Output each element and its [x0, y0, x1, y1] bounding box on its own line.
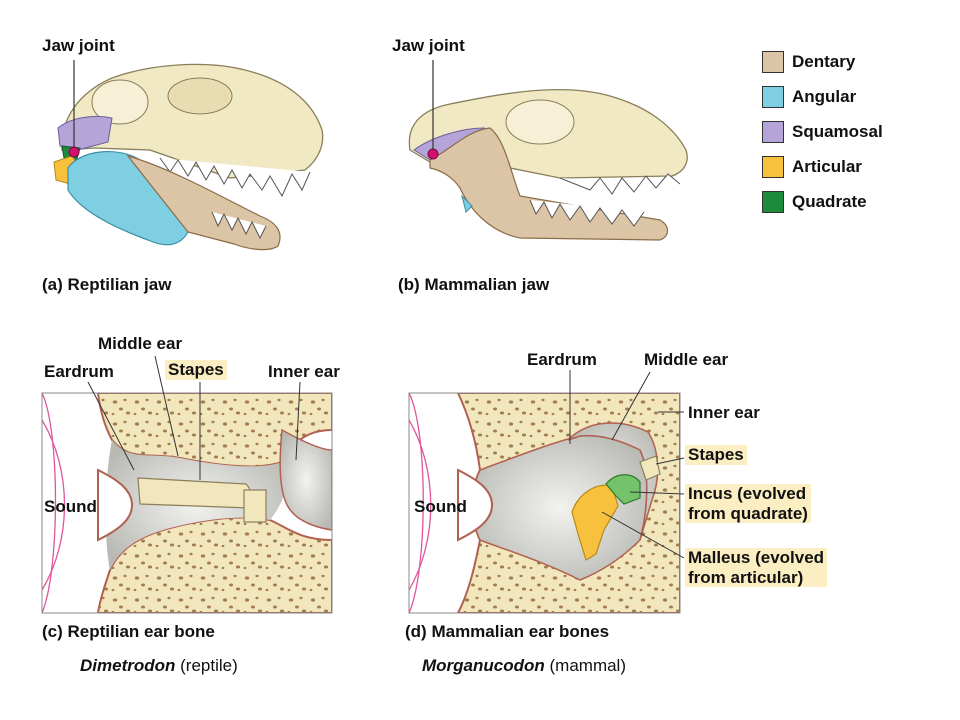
species-d-note: (mammal): [549, 656, 627, 675]
caption-d-letter: (d): [405, 622, 427, 641]
reptilian-skull: [61, 63, 324, 198]
species-c-note: (reptile): [180, 656, 238, 675]
legend-swatch: [762, 50, 784, 73]
legend-item: Angular: [762, 79, 883, 114]
eardrum-leader-c: [87, 381, 135, 471]
reptilian-squamosal: [57, 115, 113, 151]
inner-ear-leader-c: [295, 381, 301, 461]
species-d: Morganucodon (mammal): [422, 656, 626, 676]
jaw-joint-label-b: Jaw joint: [392, 36, 465, 55]
caption-b: (b) Mammalian jaw: [398, 275, 549, 295]
reptilian-jaw-joint-marker: [68, 146, 80, 158]
mammalian-ear-cross-section: [409, 393, 680, 613]
legend-label: Dentary: [792, 51, 856, 71]
reptilian-angular: [67, 150, 189, 246]
legend-swatch: [762, 85, 784, 108]
mammalian-dentary: [429, 127, 669, 241]
incus-label-d: Incus (evolved from quadrate): [685, 484, 811, 524]
eardrum-label-d: Eardrum: [527, 350, 597, 369]
species-d-name: Morganucodon: [422, 656, 545, 675]
stapes-bone: [639, 455, 661, 481]
reptilian-ear-cross-section: [42, 393, 332, 613]
malleus-leader-d: [601, 511, 685, 559]
incus-bone: [605, 474, 641, 505]
caption-c-letter: (c): [42, 622, 63, 641]
caption-b-letter: (b): [398, 275, 420, 294]
middle-ear-label-d: Middle ear: [644, 350, 729, 369]
malleus-label-d: Malleus (evolved from articular): [685, 548, 828, 588]
inner-ear-label-d: Inner ear: [688, 403, 760, 422]
caption-b-text: Mammalian jaw: [424, 275, 550, 294]
stapes-leader-d: [655, 457, 685, 465]
middle-ear-label-c: Middle ear: [98, 334, 183, 353]
legend-item: Dentary: [762, 44, 883, 79]
legend-item: Quadrate: [762, 184, 883, 219]
mammalian-jaw-joint-marker: [427, 148, 439, 160]
malleus-label-line1: Malleus (evolved: [688, 548, 825, 567]
eardrum-label-c: Eardrum: [44, 362, 114, 381]
legend-label: Squamosal: [792, 121, 883, 141]
caption-c-text: Reptilian ear bone: [67, 622, 215, 641]
incus-leader-d: [629, 491, 685, 495]
sound-label-d: Sound: [414, 497, 467, 516]
middle-ear-leader-d: [611, 371, 651, 441]
incus-label-line1: Incus (evolved: [688, 484, 807, 503]
sound-label-c: Sound: [44, 497, 97, 516]
legend-label: Quadrate: [792, 191, 867, 211]
legend-label: Angular: [792, 86, 857, 106]
legend-swatch: [762, 190, 784, 213]
stapes-label-d: Stapes: [685, 445, 747, 465]
stapes-label-c: Stapes: [165, 360, 227, 380]
legend-item: Articular: [762, 149, 883, 184]
caption-a: (a) Reptilian jaw: [42, 275, 171, 295]
legend-swatch: [762, 155, 784, 178]
legend-label: Articular: [792, 156, 862, 176]
caption-a-letter: (a): [42, 275, 63, 294]
legend-item: Squamosal: [762, 114, 883, 149]
middle-ear-leader-c: [154, 355, 179, 457]
jaw-joint-label-a: Jaw joint: [42, 36, 115, 55]
caption-a-text: Reptilian jaw: [67, 275, 172, 294]
species-c: Dimetrodon (reptile): [80, 656, 238, 676]
reptilian-ear-frame: [41, 392, 333, 614]
malleus-bone: [571, 484, 619, 561]
reptilian-dentary: [126, 154, 281, 251]
caption-c: (c) Reptilian ear bone: [42, 622, 215, 642]
mammalian-angular: [461, 194, 473, 213]
caption-d: (d) Mammalian ear bones: [405, 622, 609, 642]
caption-d-text: Mammalian ear bones: [431, 622, 610, 641]
malleus-label-line2: from articular): [688, 567, 804, 587]
incus-label-line2: from quadrate): [688, 503, 808, 523]
mammalian-ear-frame: [408, 392, 681, 614]
inner-ear-label-c: Inner ear: [268, 362, 340, 381]
species-c-name: Dimetrodon: [80, 656, 176, 675]
legend-swatch: [762, 120, 784, 143]
